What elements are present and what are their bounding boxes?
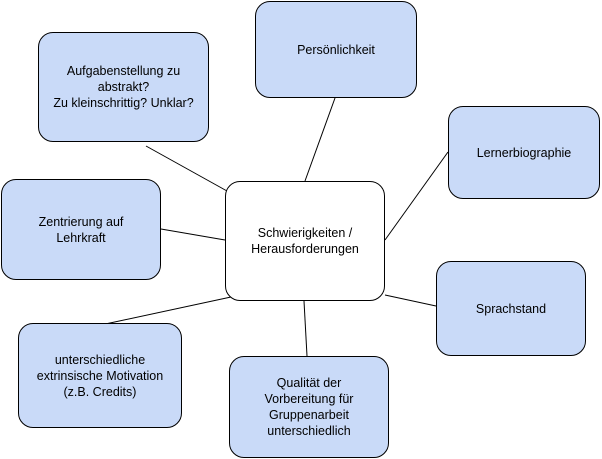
node-motivation-label: unterschiedliche extrinsische Motivation… — [36, 352, 164, 399]
connector-motivation — [95, 296, 232, 327]
node-motivation: unterschiedliche extrinsische Motivation… — [18, 323, 182, 428]
connector-persoenlichkeit — [304, 97, 336, 182]
node-lernerbiographie-label: Lernerbiographie — [476, 145, 572, 160]
node-sprachstand: Sprachstand — [436, 261, 586, 356]
node-aufgabenstellung-label: Aufgabenstellung zu abstrakt? Zu kleinsc… — [53, 64, 194, 110]
connector-aufgabenstellung — [145, 145, 228, 192]
connector-qualitaet — [303, 300, 308, 357]
node-qualitaet: Qualität der Vorbereitung für Gruppenarb… — [229, 356, 389, 458]
node-qualitaet-label: Qualität der Vorbereitung für Gruppenarb… — [264, 376, 354, 438]
node-sprachstand-label: Sprachstand — [475, 301, 547, 316]
connector-lernerbiographie — [384, 151, 449, 241]
connector-zentrierung — [160, 228, 226, 241]
node-zentrierung-label: Zentrierung auf Lehrkraft — [38, 214, 124, 245]
node-persoenlichkeit-label: Persönlichkeit — [297, 42, 375, 57]
node-persoenlichkeit: Persönlichkeit — [255, 1, 417, 98]
node-center-label: Schwierigkeiten / Herausforderungen — [251, 226, 359, 256]
node-center: Schwierigkeiten / Herausforderungen — [225, 181, 385, 301]
node-lernerbiographie: Lernerbiographie — [448, 106, 600, 199]
node-aufgabenstellung: Aufgabenstellung zu abstrakt? Zu kleinsc… — [38, 32, 209, 142]
connector-sprachstand — [384, 294, 437, 307]
node-zentrierung: Zentrierung auf Lehrkraft — [1, 179, 161, 280]
